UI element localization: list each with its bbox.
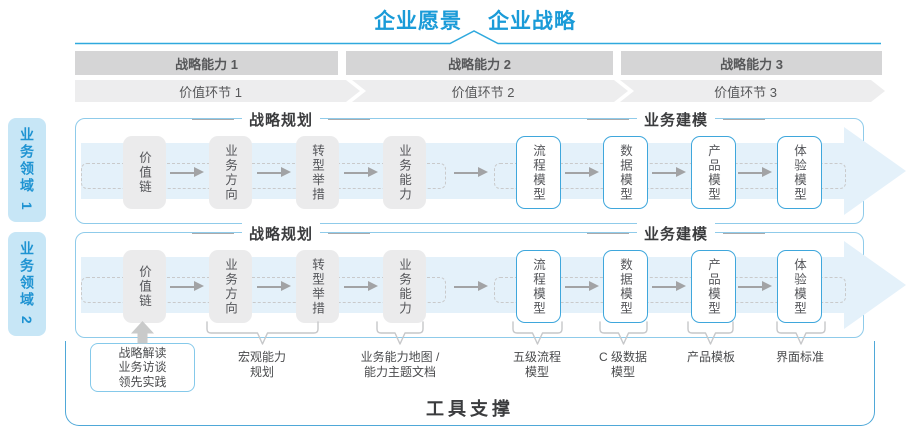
flow-box-process-model: 流程模型 [516,136,561,209]
flow-box-business-direction: 业务方向 [209,136,252,209]
tool-support-label: 工具支撑 [426,399,514,419]
flow-arrow-icon [454,281,488,292]
callout-label-product-template: 产品模板 [686,350,736,364]
domain-label-1: 业务领域 1 [8,118,46,222]
practice-box: 战略解读 业务访谈 领先实践 [90,343,195,392]
flow-box-business-capability: 业务能力 [383,136,426,209]
flow-box-value-chain: 价值链 [123,250,166,323]
flow-box-data-model: 数据模型 [603,250,648,323]
flow-arrow-icon [652,167,686,178]
flow-arrow-icon [738,281,772,292]
header-line [723,232,766,234]
flow-box-transformation: 转型举措 [296,250,339,323]
flow-box-data-model: 数据模型 [603,136,648,209]
flow-box-business-capability: 业务能力 [383,250,426,323]
page-title: 企业愿景 企业战略 [374,5,576,35]
domain-label-2: 业务领域 2 [8,232,46,336]
tool-support-container: 工具支撑 [65,341,875,426]
flow-box-experience-model: 体验模型 [777,136,822,209]
flow-arrow-icon [738,167,772,178]
big-arrow-head-icon [844,241,906,329]
flow-box-business-direction: 业务方向 [209,250,252,323]
flow-box-transformation: 转型举措 [296,136,339,209]
callout-label-process-model: 五级流程 模型 [512,350,562,379]
capability-bar-2: 战略能力 2 [346,51,613,75]
callout-label-macro-capability: 宏观能力 规划 [237,350,287,379]
dashed-placeholder-band [494,163,846,189]
flow-box-process-model: 流程模型 [516,250,561,323]
flow-arrow-icon [344,281,378,292]
flow-arrow-icon [257,281,291,292]
flow-arrow-icon [652,281,686,292]
capability-bar-3: 战略能力 3 [621,51,882,75]
panel-header-planning: 战略规划 [191,222,371,244]
capability-bar-1: 战略能力 1 [75,51,338,75]
flow-arrow-icon [454,167,488,178]
flow-arrow-icon [170,281,204,292]
flow-box-value-chain: 价值链 [123,136,166,209]
header-line [586,232,629,234]
header-line [191,232,234,234]
flow-arrow-icon [565,167,599,178]
title-strategy: 企业战略 [488,10,576,33]
header-line [191,118,234,120]
header-line [723,118,766,120]
header-line [328,232,371,234]
flow-box-product-model: 产品模型 [691,250,736,323]
header-line [586,118,629,120]
dashed-placeholder-band [81,163,446,189]
callout-label-capability-map: 业务能力地图 / 能力主题文档 [360,350,440,379]
dashed-placeholder-band [494,277,846,303]
callout-label-data-model: C 级数据 模型 [598,350,648,379]
dashed-placeholder-band [81,277,446,303]
business-flow-panel-1: 战略规划 业务建模 价值链 业务方向 转型举措 业务能力 流程模型 数据模型 产… [75,108,906,224]
callout-label-ui-standard: 界面标准 [775,350,825,364]
flow-box-experience-model: 体验模型 [777,250,822,323]
value-link-chevron-1: 价值环节 1 [75,80,360,102]
flow-box-product-model: 产品模型 [691,136,736,209]
flow-arrow-icon [344,167,378,178]
flow-arrow-icon [170,167,204,178]
business-flow-panel-2: 战略规划 业务建模 价值链 业务方向 转型举措 业务能力 流程模型 数据模型 产… [75,222,906,338]
flow-arrow-icon [565,281,599,292]
value-link-chevron-3: 价值环节 3 [620,80,885,102]
panel-header-modeling: 业务建模 [586,222,766,244]
title-vision: 企业愿景 [374,10,462,33]
value-link-chevron-2: 价值环节 2 [352,80,628,102]
big-arrow-head-icon [844,127,906,215]
panel-header-planning: 战略规划 [191,108,371,130]
panel-header-modeling: 业务建模 [586,108,766,130]
flow-arrow-icon [257,167,291,178]
header-line [328,118,371,120]
